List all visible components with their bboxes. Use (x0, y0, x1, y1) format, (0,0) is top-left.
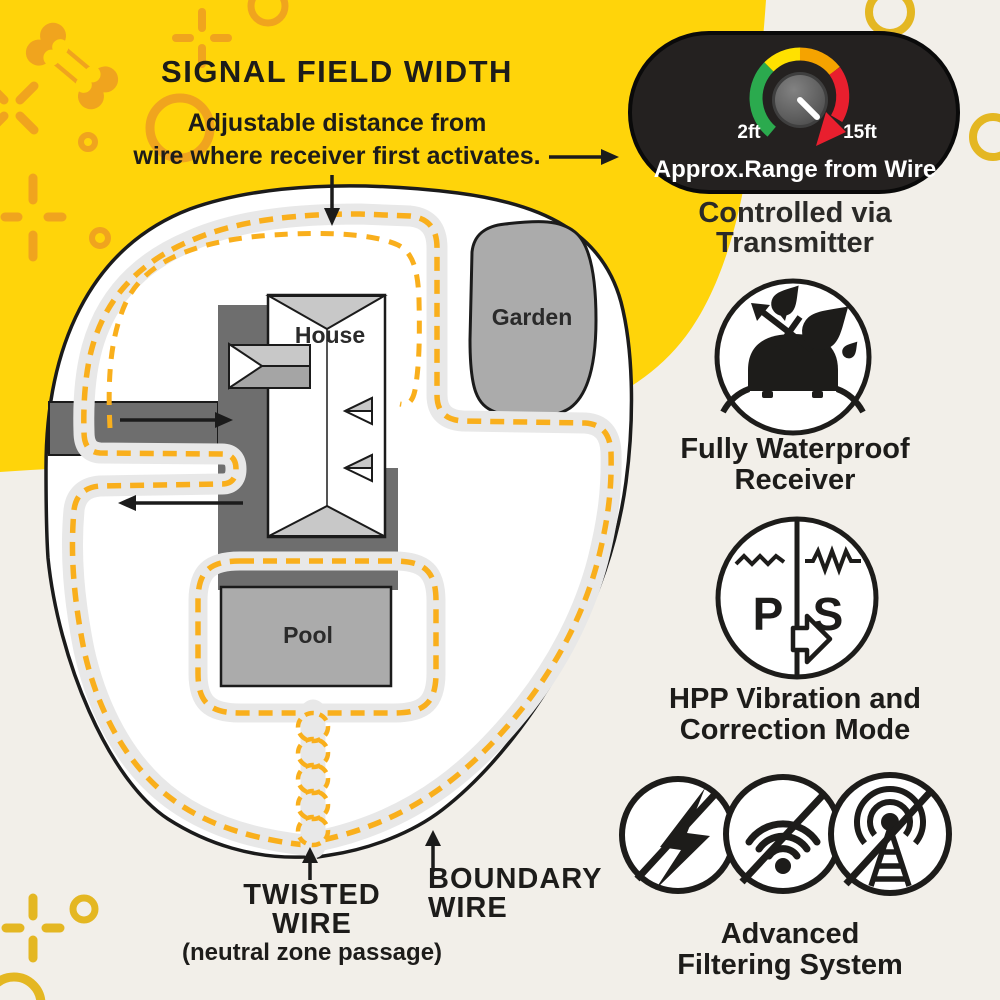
house-dormer-1 (342, 396, 373, 426)
boundary-wire-label-2: WIRE (428, 892, 508, 924)
boundary-wire-dashes (69, 211, 614, 848)
gold-ring-topright-icon (865, 0, 915, 37)
feature-filtering: Advanced Filtering System (619, 772, 952, 981)
twisted-wire-label-1: TWISTED (243, 879, 381, 911)
transmitter-title-1: Controlled via (698, 197, 892, 229)
twisted-wire-note: (neutral zone passage) (182, 939, 442, 966)
dial-caption: Approx.Range from Wire (654, 156, 936, 183)
house-dormer-2 (342, 453, 373, 483)
small-ring-icon (89, 227, 111, 249)
driveway-arrow-out (118, 495, 243, 511)
dial-min-label: 2ft (737, 122, 761, 143)
transmitter-title-2: Transmitter (716, 227, 874, 259)
hpp-label-1: HPP Vibration and (669, 683, 921, 715)
hpp-p-letter: P (753, 588, 784, 640)
feature-waterproof: Fully Waterproof Receiver (680, 278, 910, 496)
driveway-arrow-in (120, 412, 233, 428)
house-label: House (295, 322, 365, 348)
waterproof-label-2: Receiver (735, 464, 856, 496)
page-subtitle-1: Adjustable distance from (188, 109, 487, 137)
house (228, 293, 388, 539)
boundary-wire (61, 203, 622, 856)
waterproof-label-1: Fully Waterproof (680, 433, 910, 465)
vibration-wave-icon (734, 553, 786, 567)
house-wing (228, 342, 311, 390)
no-radio-icon (828, 772, 952, 896)
mode-switch-arrow-icon (790, 613, 833, 665)
dial-pointer (797, 97, 820, 120)
gold-ring-small-icon (69, 894, 99, 924)
yard-map: House Garden Pool (44, 184, 634, 859)
ring-top-icon (247, 0, 289, 27)
page-subtitle-2: wire where receiver first activates. (132, 142, 540, 170)
twisted-wire-arrow (302, 847, 318, 880)
garden (468, 220, 598, 420)
header: SIGNAL FIELD WIDTH Adjustable distance f… (132, 54, 619, 226)
ring-icon (145, 93, 215, 163)
dial-arrowhead (816, 112, 846, 146)
page-title: SIGNAL FIELD WIDTH (161, 54, 513, 89)
boundary-wire-label-1: BOUNDARY (428, 863, 602, 895)
callouts: TWISTED WIRE (neutral zone passage) BOUN… (182, 830, 602, 966)
cross-dashes-icon (0, 81, 39, 135)
gold-ring-right-icon (969, 113, 1000, 161)
pool-label: Pool (283, 622, 333, 648)
house-roof-top (265, 295, 388, 331)
bone-icon (25, 22, 119, 110)
gold-plus-dashes-icon (1, 893, 65, 963)
range-dial: 2ft 15ft (737, 47, 878, 146)
hpp-label-2: Correction Mode (680, 714, 910, 746)
house-roof-bottom (268, 504, 385, 537)
header-arrow-down (324, 175, 340, 226)
plus-dashes-icon (0, 173, 67, 262)
water-drops-icon (771, 285, 858, 359)
garden-label: Garden (492, 304, 573, 330)
feature-hpp: P S HPP Vibration and Correction Mode (669, 516, 921, 746)
plus-dashes-top-icon (172, 8, 232, 68)
filtering-label-2: Filtering System (677, 949, 903, 981)
header-arrow-right (549, 149, 619, 165)
no-lightning-icon (619, 776, 737, 894)
boundary-wire-arrow (425, 830, 441, 872)
signal-field-inner-edge (106, 230, 422, 429)
transmitter-panel: 2ft 15ft Approx.Range from Wire Controll… (628, 31, 960, 259)
twisted-wire (295, 699, 331, 859)
dot-ring-icon (78, 132, 98, 152)
filtering-label-1: Advanced (721, 918, 860, 950)
twisted-wire-label-2: WIRE (272, 908, 352, 940)
pool-wire-loop (188, 551, 446, 723)
no-wifi-icon (723, 774, 843, 894)
static-wave-icon (805, 545, 861, 576)
dial-max-label: 15ft (843, 122, 877, 143)
pool (219, 585, 393, 688)
collar-strap (720, 386, 866, 414)
gold-ring-bottom-icon (0, 972, 46, 1000)
